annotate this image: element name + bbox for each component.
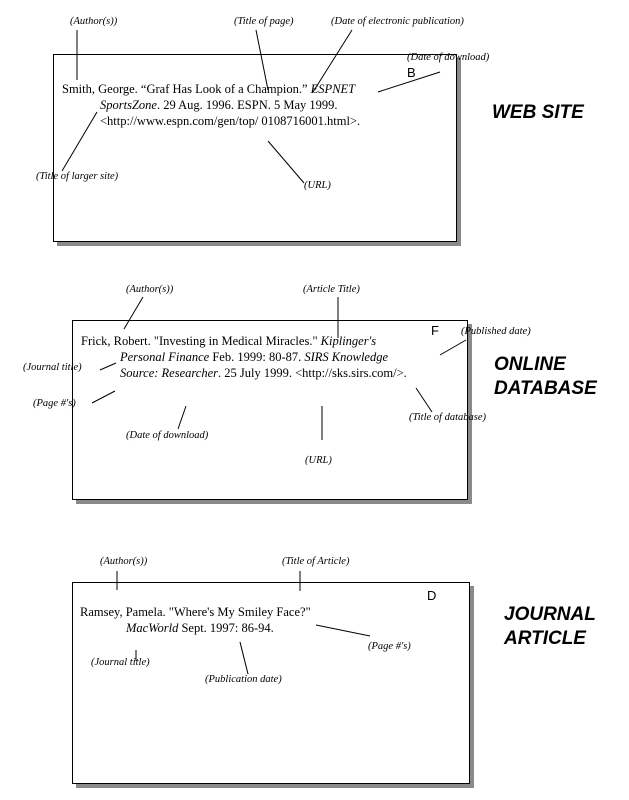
label-web-author: (Author(s)) [70,16,118,27]
label-web-url: (URL) [304,180,331,191]
journal-article-heading: JOURNAL ARTICLE [504,604,596,649]
label-web-title-larger-site: (Title of larger site) [36,171,119,182]
online-database-letter: F [431,323,439,338]
label-db-published-date: (Published date) [461,326,531,337]
web-citation-line-3: <http://www.espn.com/gen/top/ 0108716001… [100,114,361,128]
db-citation-line-1: Frick, Robert. "Investing in Medical Mir… [81,334,377,348]
journal-citation-line-1: Ramsey, Pamela. "Where's My Smiley Face?… [80,605,311,619]
label-db-article-title: (Article Title) [303,284,360,295]
label-web-title-of-page: (Title of page) [234,16,294,27]
web-site-heading: WEB SITE [492,102,584,123]
web-citation-line-2: SportsZone. 29 Aug. 1996. ESPN. 5 May 19… [100,98,338,112]
label-journal-journal-title: (Journal title) [91,657,150,668]
label-db-url: (URL) [305,455,332,466]
db-citation-line-2: Personal Finance Feb. 1999: 80-87. SIRS … [120,350,389,364]
db-citation-line-3: Source: Researcher. 25 July 1999. <http:… [120,366,407,380]
web-site-letter: B [407,65,416,80]
web-site-citation: Smith, George. “Graf Has Look of a Champ… [62,81,360,129]
label-db-author: (Author(s)) [126,284,174,295]
label-db-pages: (Page #'s) [33,398,76,409]
online-database-citation: Frick, Robert. "Investing in Medical Mir… [81,333,407,381]
label-journal-title-article: (Title of Article) [282,556,350,567]
journal-citation-line-2: MacWorld Sept. 1997: 86-94. [126,621,274,635]
web-citation-line-1: Smith, George. “Graf Has Look of a Champ… [62,82,356,96]
label-web-date-download: (Date of download) [407,52,490,63]
online-database-heading: ONLINE DATABASE [494,354,597,399]
label-journal-pages: (Page #'s) [368,641,411,652]
label-journal-author: (Author(s)) [100,556,148,567]
label-journal-publication-date: (Publication date) [205,674,282,685]
label-db-date-download: (Date of download) [126,430,209,441]
label-db-title-database: (Title of database) [409,412,486,423]
journal-article-letter: D [427,588,437,603]
journal-article-citation: Ramsey, Pamela. "Where's My Smiley Face?… [80,604,311,636]
label-db-journal-title: (Journal title) [23,362,82,373]
journal-article-citation-card [72,582,470,784]
online-database-citation-card [72,320,468,500]
label-web-date-epub: (Date of electronic publication) [331,16,464,27]
